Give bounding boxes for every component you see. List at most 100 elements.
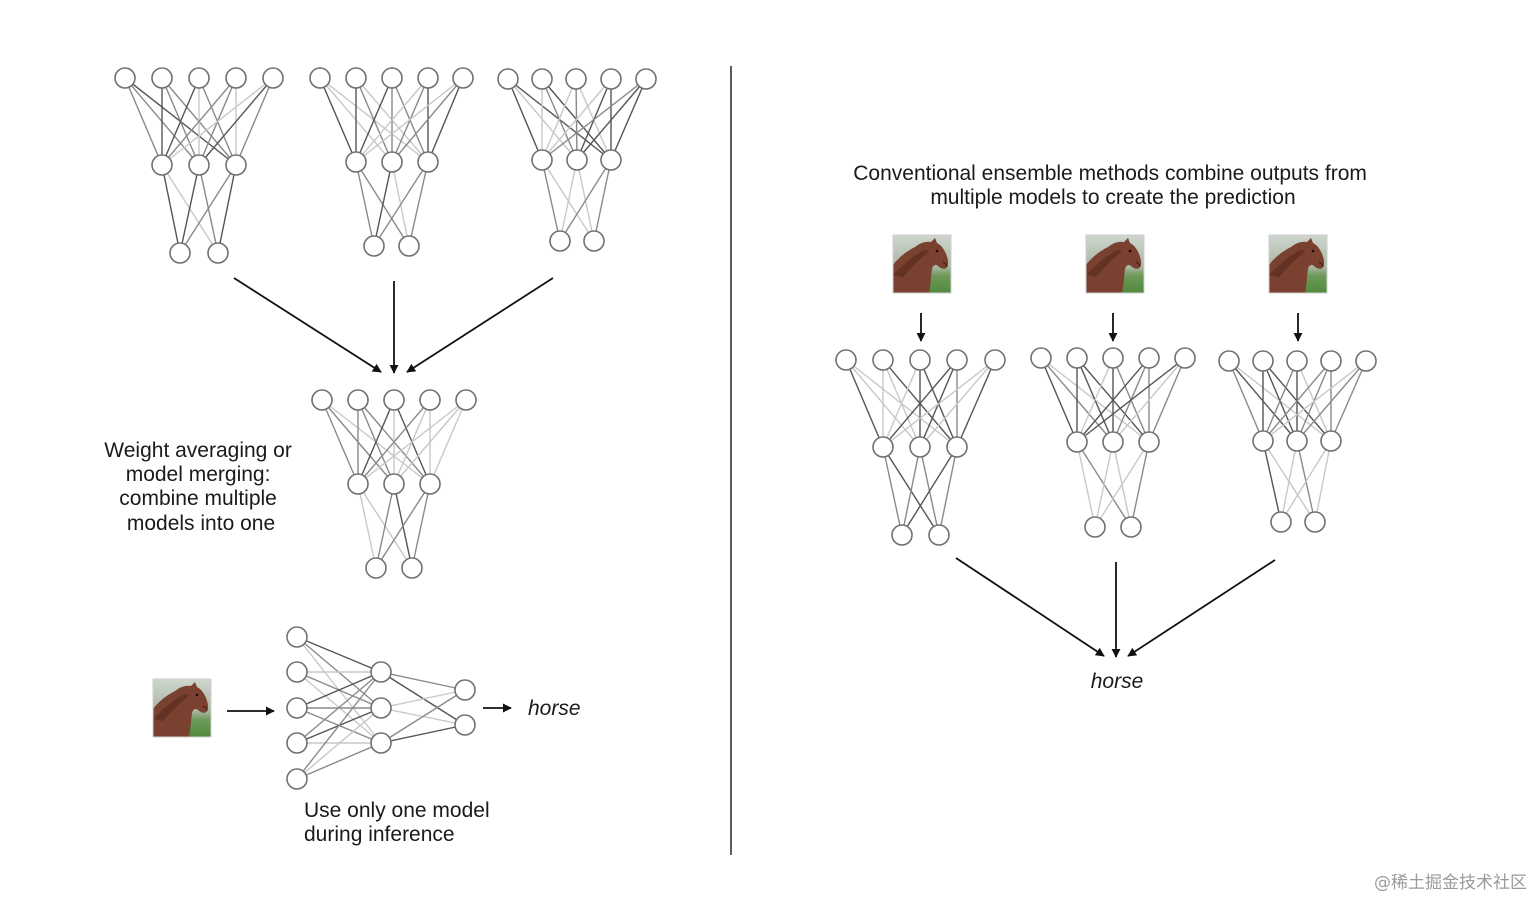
ensemble-network-3-connection <box>1262 360 1298 442</box>
horse-photo-icon <box>153 679 211 737</box>
source-network-3-neuron <box>635 68 657 90</box>
merged-network-connection <box>357 483 377 569</box>
ensemble-network-1-connection <box>882 446 903 536</box>
ensemble-network-1-connection <box>919 359 996 448</box>
source-network-2-neuron <box>309 67 331 89</box>
source-network-1-neuron <box>207 242 229 264</box>
merge-label-line: Weight averaging or <box>104 439 292 462</box>
inference-network-connection <box>380 671 466 691</box>
source-network-3-neuron <box>600 149 622 171</box>
ensemble-network-1-neuron <box>909 436 931 458</box>
ensemble-network-1-neuron <box>909 349 931 371</box>
inference-network-neuron <box>370 732 392 754</box>
ensemble-network-2-connection <box>1130 441 1150 528</box>
merged-network-neuron <box>401 557 423 579</box>
source-network-2-neuron <box>398 235 420 257</box>
merged-network-connection <box>357 399 395 485</box>
source-network-1-connection <box>161 77 200 166</box>
source-network-3-connection <box>559 159 612 242</box>
source-network-2-connection <box>408 161 429 247</box>
ensemble-network-1-neuron <box>928 524 950 546</box>
image-frame <box>1085 234 1145 294</box>
ensemble-network-3-connection <box>1314 440 1332 523</box>
ensemble-network-2-neuron <box>1102 431 1124 453</box>
inference-network-connection <box>296 671 382 744</box>
ensemble-network-3-neuron <box>1218 350 1240 372</box>
inference-network-connection <box>296 671 382 709</box>
ensemble-network-1-neuron <box>872 436 894 458</box>
horse-photo-icon <box>893 235 951 293</box>
source-network-2-connection <box>373 161 393 247</box>
ensemble-network-1-connection <box>901 446 921 536</box>
ensemble-network-1-neuron <box>835 349 857 371</box>
source-network-2-neuron <box>345 151 367 173</box>
source-network-1-neuron <box>225 67 247 89</box>
ensemble-network-1-neuron <box>946 349 968 371</box>
source-network-3-neuron <box>531 68 553 90</box>
inference-network-neuron <box>286 626 308 648</box>
merged-network-neuron <box>383 473 405 495</box>
ensemble-network-3-connection <box>1262 360 1332 442</box>
ensemble-network-3-neuron <box>1286 430 1308 452</box>
source-network-3-neuron <box>583 230 605 252</box>
ensemble-network-3-connection <box>1296 360 1367 442</box>
watermark: @稀土掘金技术社区 <box>1374 873 1527 893</box>
source-network-2-connection <box>373 161 429 247</box>
source-network-1-connection <box>124 77 163 166</box>
source-network-1-neuron <box>114 67 136 89</box>
merged-network-connection <box>357 399 467 485</box>
merged-network-neuron <box>347 389 369 411</box>
image-frame <box>152 678 212 738</box>
inference-network-connection <box>380 724 466 744</box>
source-network-1-neuron <box>188 154 210 176</box>
ensemble-network-2-connection <box>1076 357 1150 443</box>
source-network-2-connection <box>391 77 464 163</box>
inference-network-connection <box>296 636 382 673</box>
ensemble-network-2-neuron <box>1138 347 1160 369</box>
inference-label-line: during inference <box>304 823 455 846</box>
inference-network-neuron <box>286 697 308 719</box>
inference-network-neuron <box>370 661 392 683</box>
ensemble-network-3-neuron <box>1355 350 1377 372</box>
merged-network-neuron <box>419 389 441 411</box>
source-network-2-connection <box>355 77 464 163</box>
source-network-3-connection <box>507 78 543 161</box>
ensemble-network-3-connection <box>1280 440 1298 523</box>
ensemble-network-2-connection <box>1076 441 1096 528</box>
ensemble-network-1-connection <box>938 446 958 536</box>
arrow-icon <box>233 277 382 373</box>
source-network-1-neuron <box>169 242 191 264</box>
merge-label-line: models into one <box>127 512 275 535</box>
merged-network-neuron <box>347 473 369 495</box>
network-neurons <box>114 67 1377 790</box>
source-network-1-connection <box>161 164 181 254</box>
source-network-2-connection <box>427 77 464 163</box>
ensemble-network-1-connection <box>882 359 921 448</box>
merged-network-neuron <box>365 557 387 579</box>
source-network-1-connection <box>161 77 237 166</box>
source-network-1-connection <box>198 77 274 166</box>
ensemble-network-3-connection <box>1262 440 1282 523</box>
ensemble-network-3-neuron <box>1252 350 1274 372</box>
source-network-3-connection <box>610 78 647 161</box>
source-network-1-connection <box>235 77 274 166</box>
ensemble-network-2-connection <box>1148 357 1186 443</box>
merged-network-neuron <box>383 389 405 411</box>
source-network-2-connection <box>355 77 429 163</box>
ensemble-network-3-neuron <box>1286 350 1308 372</box>
image-frame <box>1268 234 1328 294</box>
ensemble-network-2-connection <box>1076 357 1114 443</box>
source-network-2-neuron <box>452 67 474 89</box>
source-network-2-neuron <box>417 67 439 89</box>
right-output-label: horse <box>1091 670 1144 693</box>
ensemble-network-2-connection <box>1094 441 1150 528</box>
ensemble-network-1-connection <box>882 359 996 448</box>
source-network-1-neuron <box>225 154 247 176</box>
flow-arrows <box>227 277 1303 716</box>
source-network-3-neuron <box>566 149 588 171</box>
source-network-3-neuron <box>549 230 571 252</box>
image-frame <box>892 234 952 294</box>
inference-network-neuron <box>286 732 308 754</box>
source-network-1-connection <box>179 164 200 254</box>
